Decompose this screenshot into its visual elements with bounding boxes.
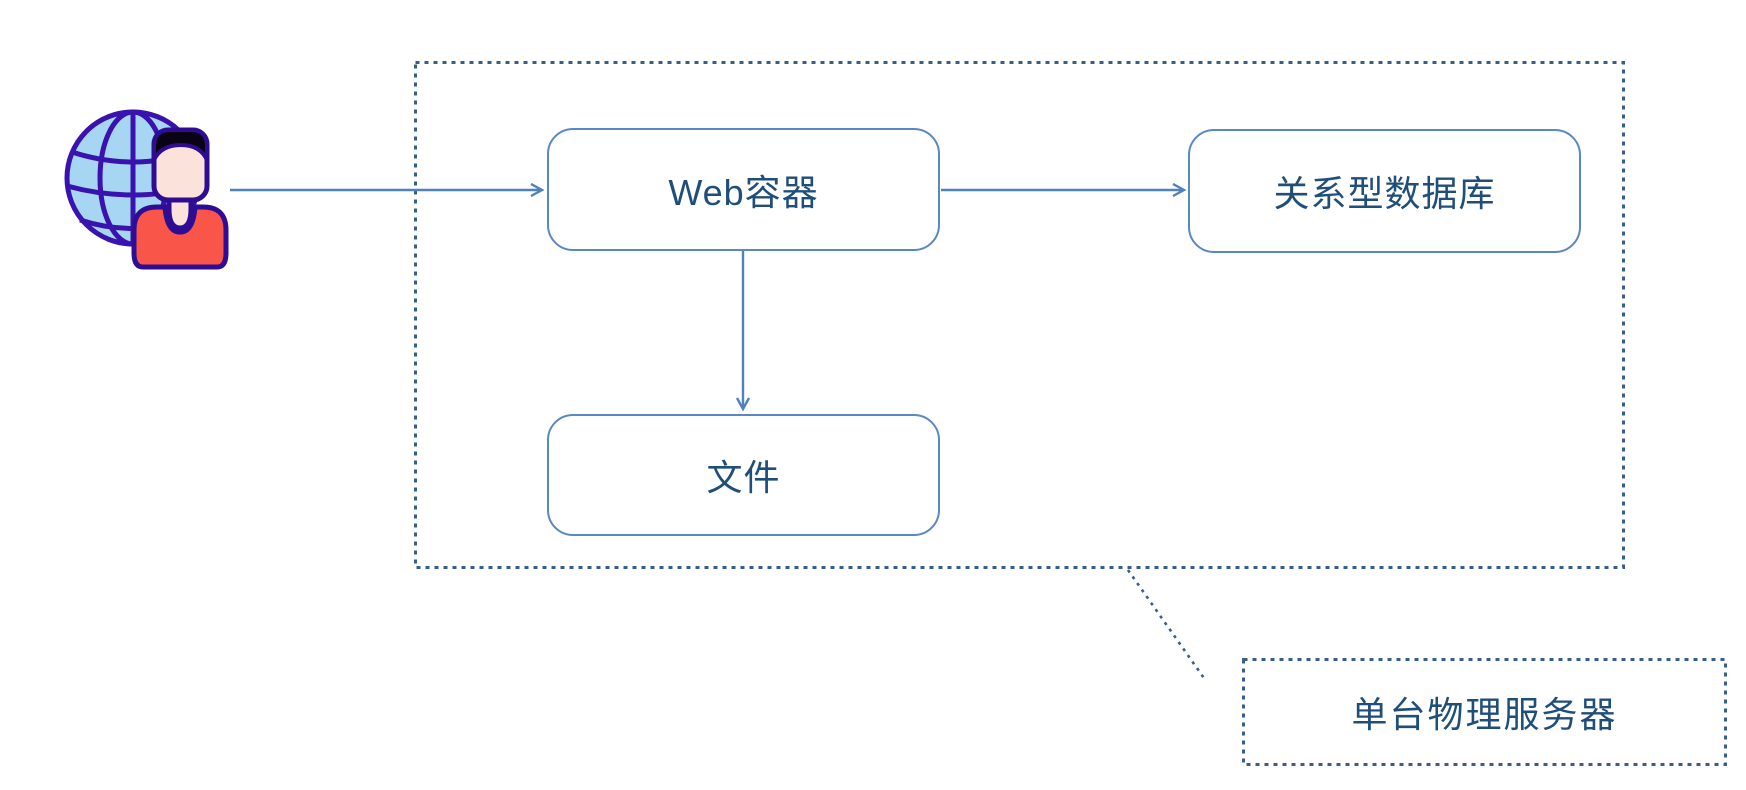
server-label-text: 单台物理服务器 bbox=[1351, 694, 1618, 735]
shirt bbox=[131, 204, 229, 270]
callout-connector-line bbox=[1126, 569, 1208, 682]
server-label-box-border bbox=[1242, 658, 1727, 766]
person-figure bbox=[131, 127, 229, 270]
hair bbox=[152, 128, 209, 161]
server-label-box: 单台物理服务器 bbox=[1243, 659, 1726, 765]
internet-user-icon bbox=[64, 109, 229, 270]
node-relational-database: 关系型数据库 bbox=[1188, 129, 1581, 253]
node-file-label: 文件 bbox=[706, 457, 781, 498]
physical-server-boundary bbox=[414, 61, 1625, 569]
node-web-container: Web容器 bbox=[547, 128, 940, 251]
node-file: 文件 bbox=[547, 414, 940, 536]
node-relational-database-label: 关系型数据库 bbox=[1273, 173, 1496, 214]
node-web-container-label: Web容器 bbox=[668, 171, 819, 213]
